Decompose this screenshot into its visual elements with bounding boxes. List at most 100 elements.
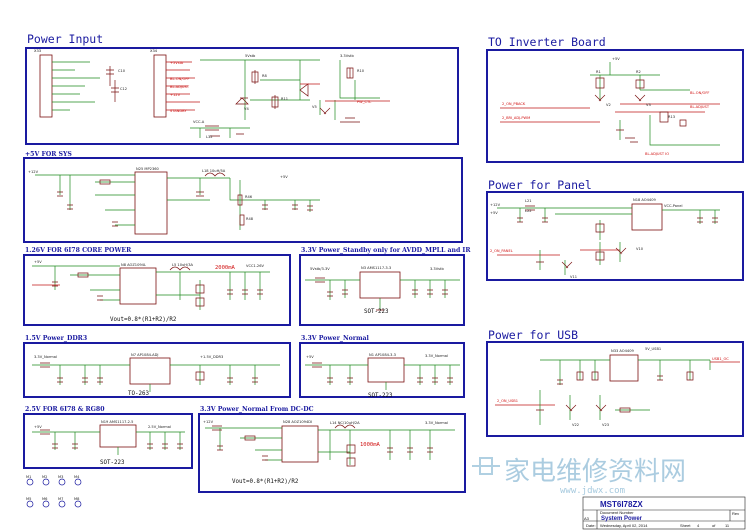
svg-text:+12V: +12V [28,170,39,174]
frame-dcdc [198,413,466,493]
svg-text:3.3V_Normal: 3.3V_Normal [34,355,57,359]
svg-text:+5Vstb: +5Vstb [170,61,184,65]
ddr3-circuit: N7 AP1084-ADJ 3.3V_Normal +1.5V_DDR3 TO-… [32,353,280,397]
svg-text:R8: R8 [262,74,267,78]
frame-power-input [25,47,459,145]
svg-text:3.3Vstb: 3.3Vstb [430,267,444,271]
svg-text:L5 10uH/3A: L5 10uH/3A [172,263,193,267]
standby-circuit: N3 AMS1117-3.3 5Vstb/3.3V 3.3Vstb SOT-22… [305,266,460,315]
svg-text:BL-ON/OFF: BL-ON/OFF [690,91,710,95]
frame-5v-sys [23,157,463,243]
ic-ap1084-adj [129,357,171,385]
title-power-input: Power Input [27,32,103,46]
svg-text:+5V: +5V [490,211,498,215]
svg-text:STANDBY: STANDBY [170,109,187,113]
dcdc-formula: Vout=0.8*(R1+R2)/R2 [232,479,298,485]
title-block-of-label: of [712,523,716,528]
mark-label: M8 [74,497,80,501]
frame-inverter [486,49,744,163]
svg-text:V23: V23 [602,423,609,427]
svg-text:2_BRI_ADJ-PWM: 2_BRI_ADJ-PWM [502,116,530,120]
v25-ic-label: N19 AMS1117-2.5 [101,420,133,424]
svg-text:3.3V_Normal: 3.3V_Normal [425,421,448,425]
svg-text:R11: R11 [281,97,288,101]
mark-label: M1 [26,475,31,479]
usb-ic-label: N33 AO4409 [611,349,634,353]
svg-text:+12V: +12V [170,93,181,97]
ic-mp2360 [134,171,168,235]
mark-circle [74,500,82,508]
standby-package: SOT-223 [364,309,389,315]
svg-text:5Vstb: 5Vstb [245,54,256,58]
mark-label: M6 [42,497,48,501]
svg-text:BL-ON/OFF: BL-ON/OFF [170,77,190,81]
ic-ap1084-33 [367,357,405,383]
ic-ao4409-usb [609,354,639,382]
inverter-circuit: +5V 2_ON_PBACK 2_BRI_ADJ-PWM BL-ON/OFF B… [500,57,720,156]
panel-ic-label: N18 AO4409 [633,198,656,202]
mark-circle [58,500,66,508]
title-panel: Power for Panel [488,178,592,192]
svg-text:5Vstb/3.3V: 5Vstb/3.3V [310,267,330,271]
normal-ic-label: N1 AP1084-3.3 [369,353,396,357]
standby-ic-label: N3 AMS1117-3.3 [361,266,391,270]
svg-text:+5V: +5V [306,355,314,359]
svg-text:V10: V10 [636,247,644,251]
section-frames [23,47,744,493]
svg-text:R46: R46 [245,195,253,199]
title-usb: Power for USB [488,328,578,342]
title-block-date-label: Date: [586,523,596,528]
core-current: 2000mA [215,265,236,271]
svg-text:VCC1.26V: VCC1.26V [246,264,264,268]
title-standby: 3.3V Power_Standby only for AVDD_MPLL an… [301,247,471,254]
svg-text:V4: V4 [244,107,249,111]
mark-circle [42,478,50,486]
svg-text:V22: V22 [572,423,579,427]
svg-text:+12V: +12V [203,420,214,424]
svg-text:R1: R1 [596,70,601,74]
svg-text:R13: R13 [668,115,675,119]
watermark-url: www.jdwx.com [560,486,625,496]
svg-text:V5: V5 [312,105,317,109]
title-block-size: A3 [584,516,590,521]
svg-text:V3: V3 [646,103,651,107]
mark-circle [26,500,34,508]
title-2v5: 2.5V FOR 6I78 & RG80 [25,406,105,413]
svg-text:VCC-Panel: VCC-Panel [664,204,682,208]
watermark: 家电维修资料网 www.jdwx.com [472,457,686,496]
svg-text:R10: R10 [357,69,365,73]
ic-ams1117-25 [99,424,137,448]
mark-label: M3 [58,475,63,479]
title-block-sheet-label: Sheet [680,523,691,528]
title-dcdc: 3.3V Power_Normal From DC-DC [200,406,314,413]
mark-circle [58,478,66,486]
svg-text:3.3Vstb: 3.3Vstb [340,54,354,58]
title-block-rev-label: Rev [732,511,739,516]
normal-circuit: N1 AP1084-3.3 +5V 3.3V_Normal SOT-223 [305,353,460,399]
svg-text:5V_USB1: 5V_USB1 [645,347,661,351]
title-block-document: System Power [601,516,643,522]
svg-text:2_ON_PBACK: 2_ON_PBACK [502,102,526,106]
sys5v-ic-label: N25 MP2360 [136,167,160,171]
svg-text:BL-ADJUST: BL-ADJUST [170,85,190,89]
svg-text:L18 10uH/5A: L18 10uH/5A [202,169,226,173]
frame-standby [299,254,465,326]
dcdc-ic-label: N28 AOZ1094DI [283,420,312,424]
svg-text:+12V: +12V [490,203,501,207]
usb-circuit: N33 AO4409 5V_USB1 USB1_OC 2_ON_USB1 V22… [495,347,740,427]
title-normal: 3.3V Power_Normal [301,335,370,342]
ddr3-ic-label: N7 AP1084-ADJ [131,353,158,357]
power-input-circuit: X33 X34 +5Vstb BL-ON/OFF BL-ADJUST +12V … [34,49,390,139]
title-ddr3: 1.5V Power_DDR3 [25,335,87,342]
normal-package: SOT-223 [368,393,393,399]
title-block-total: 11 [725,523,730,528]
mark-label: M4 [74,475,80,479]
svg-text:BL-ADJUST IO: BL-ADJUST IO [645,152,669,156]
svg-text:C10: C10 [118,69,126,73]
svg-text:V11: V11 [570,275,577,279]
svg-text:L22: L22 [525,209,532,213]
svg-text:+5V: +5V [280,175,288,179]
sys5v-circuit: N25 MP2360 +12V +5V L18 10uH/5A R46 R48 [28,167,320,235]
svg-text:R48: R48 [246,217,254,221]
